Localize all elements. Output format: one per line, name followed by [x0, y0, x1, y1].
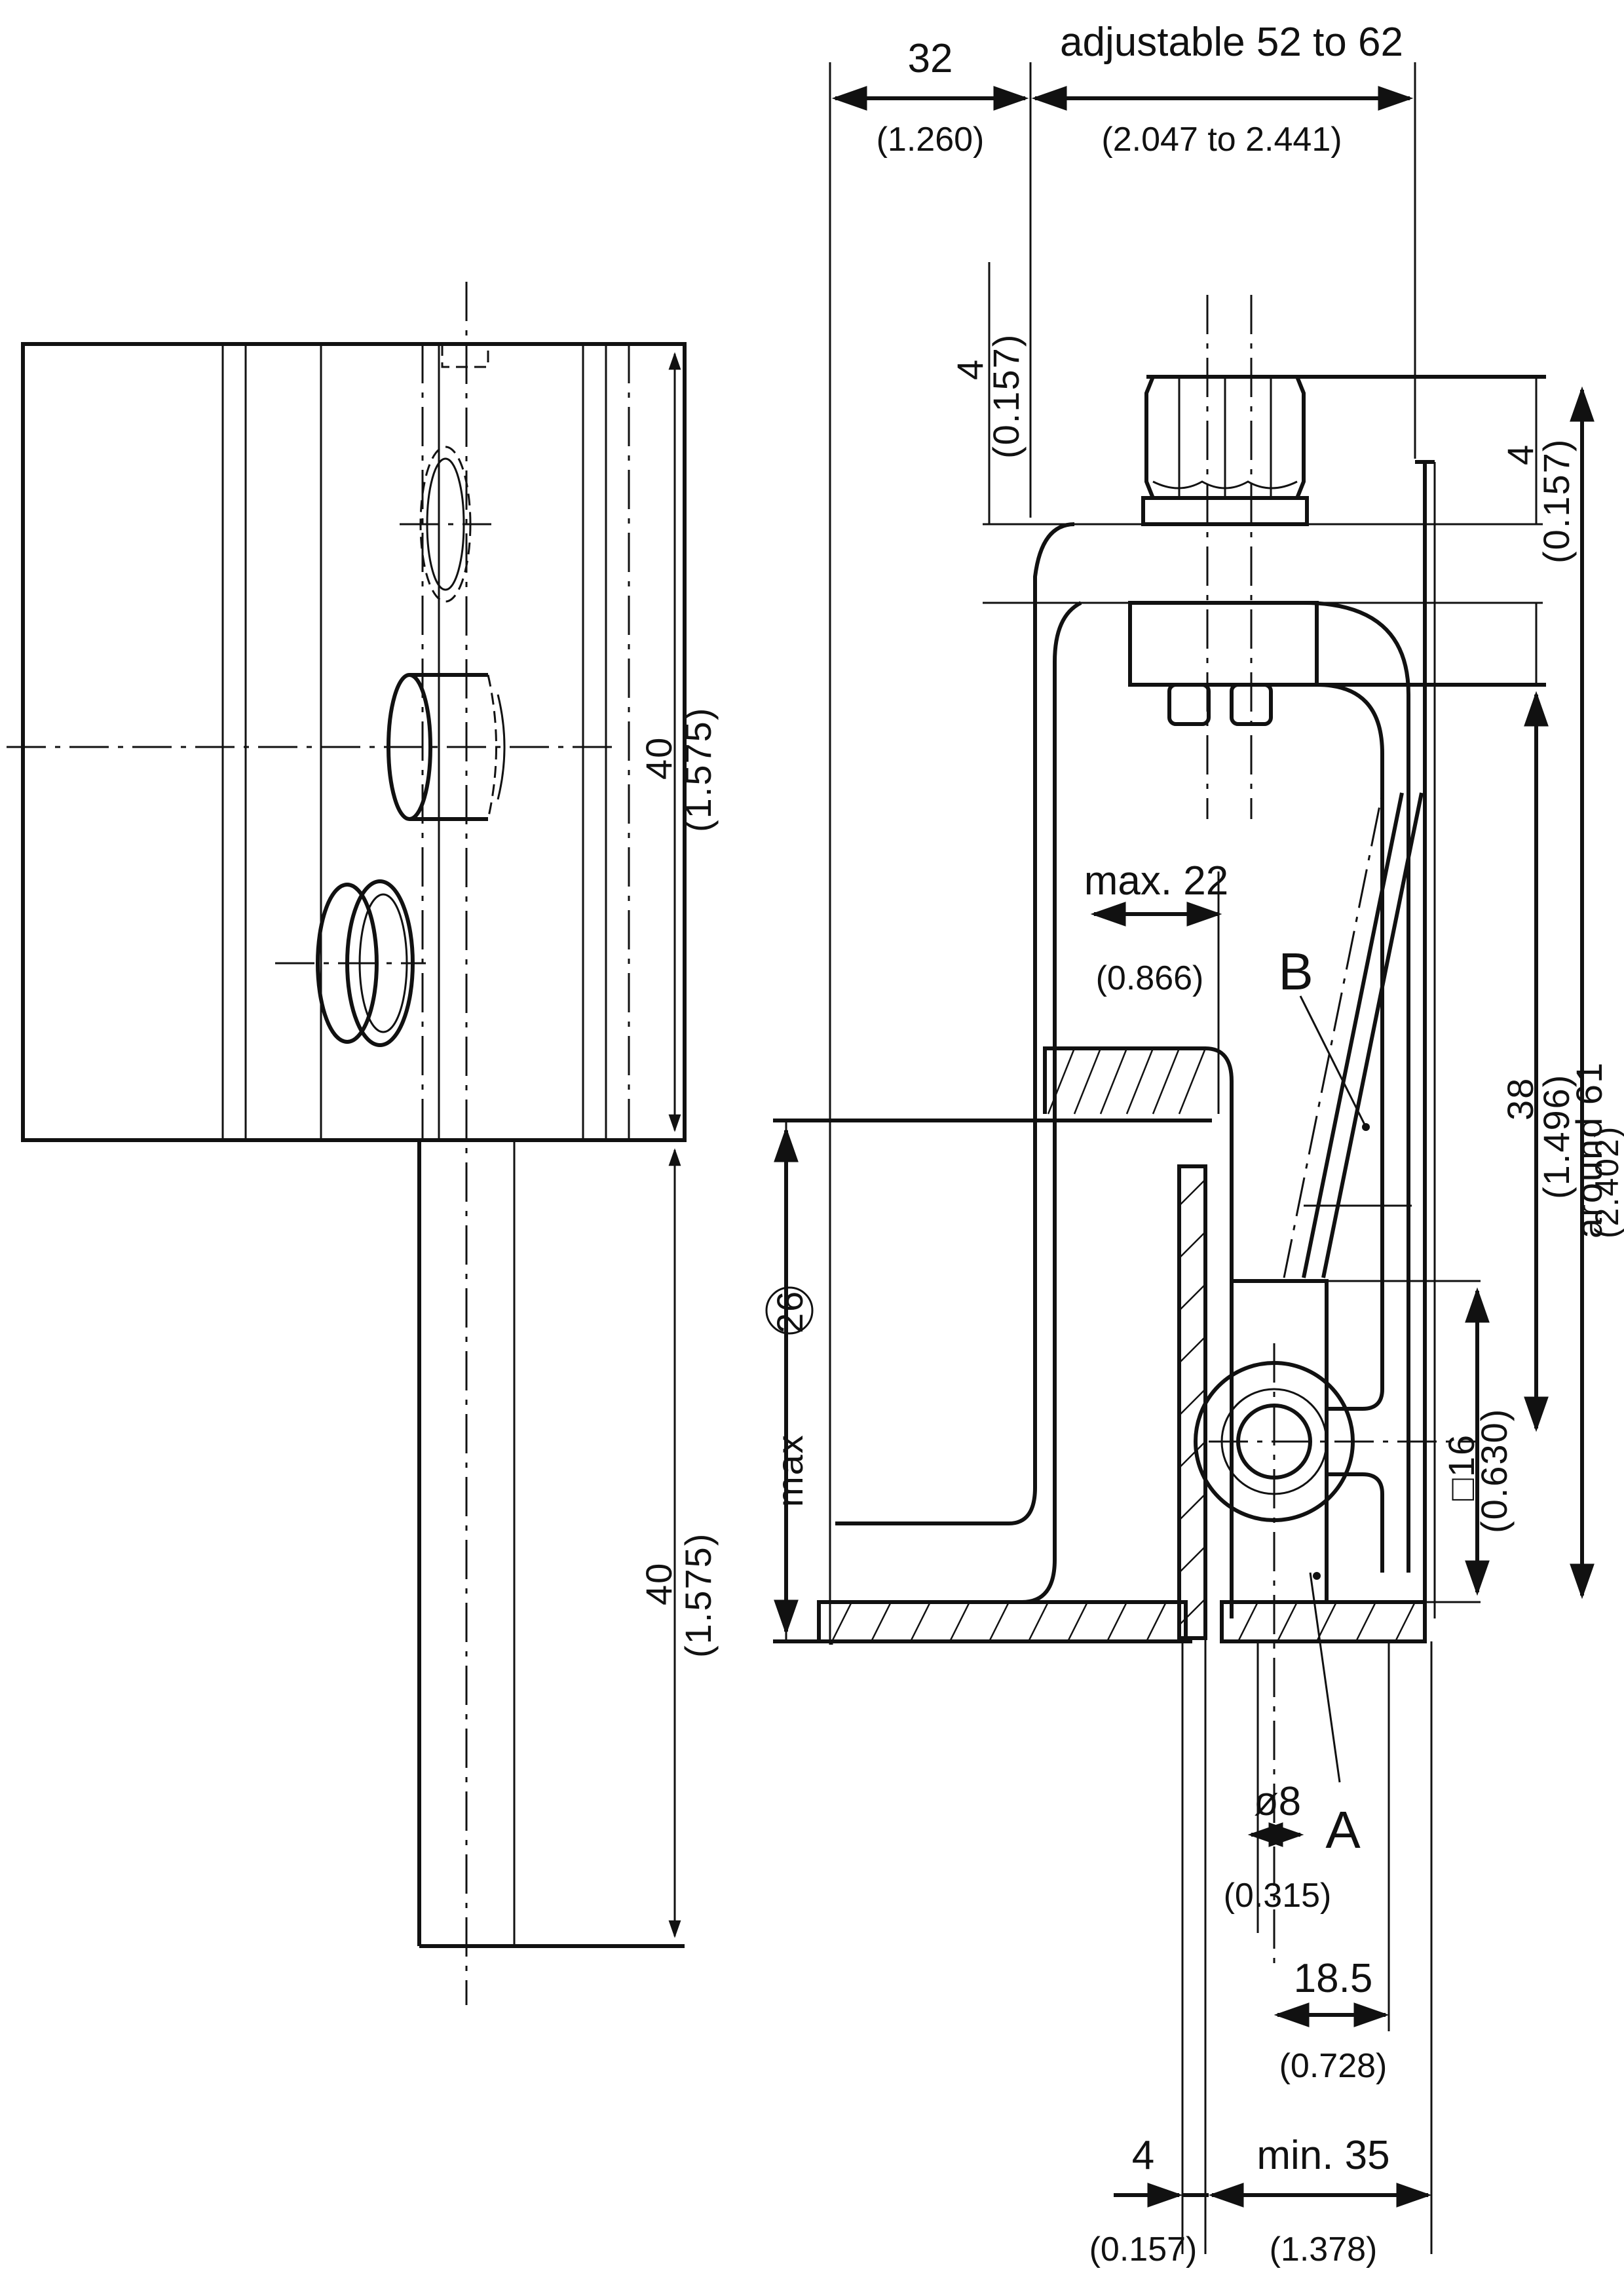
right-view	[773, 62, 1595, 2254]
label-b: B	[1278, 942, 1313, 1001]
dim-40-top: 40	[638, 737, 679, 780]
dim-around61-inches: (2.402)	[1589, 1126, 1624, 1238]
left-view	[7, 282, 687, 2005]
dim-max26-value: 26	[769, 1290, 810, 1333]
dim-32: 32	[908, 36, 953, 81]
dim-around61: around 61	[1568, 1062, 1610, 1238]
dim-bottom-4-inches: (0.157)	[1089, 2230, 1198, 2268]
dim-head-4: 4	[949, 358, 991, 380]
dim-18-5: 18.5	[1294, 1956, 1373, 2001]
dim-min35-inches: (1.378)	[1270, 2230, 1378, 2268]
dim-head-4-inches: (0.157)	[985, 334, 1027, 459]
dim-max26-circle	[765, 1286, 814, 1335]
dim-right-4: 4	[1500, 444, 1541, 465]
dim-32-inches: (1.260)	[877, 121, 985, 159]
dim-adjustable-inches: (2.047 to 2.441)	[1101, 121, 1342, 159]
dimension-labels: 32 (1.260) adjustable 52 to 62 (2.047 to…	[638, 20, 1624, 2268]
dim-adjustable: adjustable 52 to 62	[1060, 20, 1403, 65]
dim-18-5-inches: (0.728)	[1279, 2047, 1388, 2085]
dim-40-bottom: 40	[638, 1562, 679, 1605]
label-a: A	[1325, 1801, 1361, 1859]
dim-38-inches: (1.496)	[1536, 1074, 1577, 1199]
dim-bottom-4: 4	[1132, 2133, 1154, 2178]
left-body-outline	[21, 342, 687, 1142]
dim-40-top-inches: (1.575)	[677, 707, 719, 832]
dim-dia8-inches: (0.315)	[1224, 1877, 1332, 1915]
dim-right-4-inches: (0.157)	[1536, 438, 1577, 564]
dim-max22: max. 22	[1084, 858, 1229, 904]
dim-sq16-inches: (0.630)	[1473, 1408, 1515, 1533]
dim-38: 38	[1500, 1077, 1541, 1120]
dim-sq16: □16	[1441, 1434, 1482, 1501]
dim-min35: min. 35	[1256, 2133, 1389, 2178]
dim-dia8: ø8	[1254, 1779, 1301, 1824]
dim-max22-inches: (0.866)	[1096, 959, 1204, 997]
dim-max26-prefix: max	[769, 1434, 810, 1507]
dim-40-bottom-inches: (1.575)	[677, 1533, 719, 1658]
